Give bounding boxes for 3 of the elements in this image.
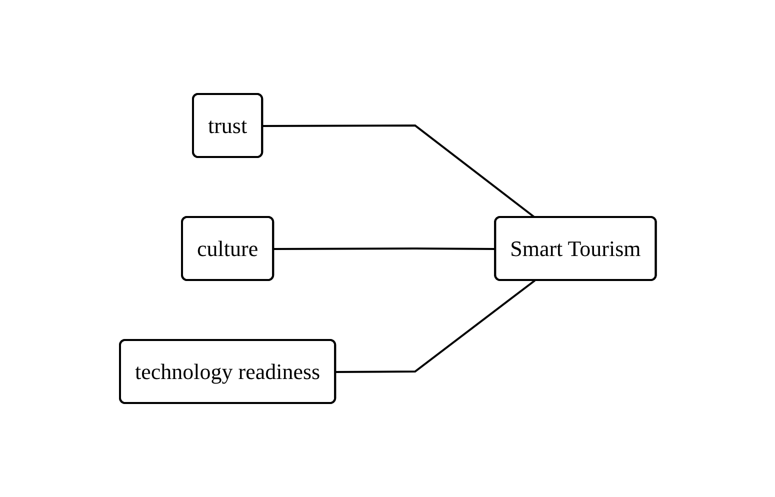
connector — [262, 124, 536, 218]
connector — [273, 248, 496, 250]
connector — [335, 280, 536, 373]
